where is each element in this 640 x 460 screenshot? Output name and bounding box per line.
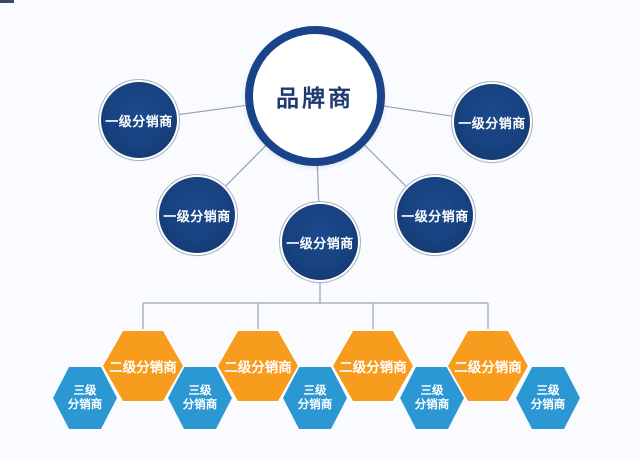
level3-node-label-line2: 分销商 [67,397,103,411]
level3-node-1: 三级 分销商 [53,367,117,429]
level1-node-label: 一级分销商 [458,116,526,132]
level1-node-label: 一级分销商 [105,114,173,130]
level3-node-label-line1: 三级 [303,383,327,398]
level2-node-1: 二级分销商 [101,329,185,403]
level1-node-label: 一级分销商 [401,209,469,225]
level2-node-fill: 二级分销商 [448,331,528,401]
level1-node-left: 一级分销商 [101,82,177,158]
level1-node-right: 一级分销商 [454,84,530,160]
level3-node-label-line1: 三级 [73,383,97,398]
level3-node-label-line2: 分销商 [297,397,333,411]
top-left-artifact [0,0,14,3]
level2-node-4: 二级分销商 [446,329,530,403]
root-node-brand: 品牌商 [245,26,385,166]
level2-node-label: 二级分销商 [454,360,522,376]
level3-node-label-line1: 三级 [188,383,212,398]
level2-node-label: 二级分销商 [224,360,292,376]
level1-node-label: 一级分销商 [163,209,231,225]
level3-node-label-line1: 三级 [536,383,560,398]
level3-node-5: 三级 分销商 [516,367,580,429]
level2-node-2: 二级分销商 [216,329,300,403]
level3-node-label-line2: 分销商 [414,397,450,411]
level3-node-2: 三级 分销商 [168,367,232,429]
level1-node-center: 一级分销商 [282,204,358,280]
level2-node-fill: 二级分销商 [333,331,413,401]
level3-node-label-line2: 分销商 [182,397,218,411]
level2-node-3: 二级分销商 [331,329,415,403]
level1-node-mid-right: 一级分销商 [397,177,473,253]
level2-node-label: 二级分销商 [109,360,177,376]
level1-node-mid-left: 一级分销商 [159,177,235,253]
root-node-label: 品牌商 [276,86,354,112]
level2-node-label: 二级分销商 [339,360,407,376]
level1-node-label: 一级分销商 [286,236,354,252]
level2-node-fill: 二级分销商 [103,331,183,401]
level3-node-label-line1: 三级 [420,383,444,398]
level3-node-label-line2: 分销商 [530,397,566,411]
level2-node-fill: 二级分销商 [218,331,298,401]
